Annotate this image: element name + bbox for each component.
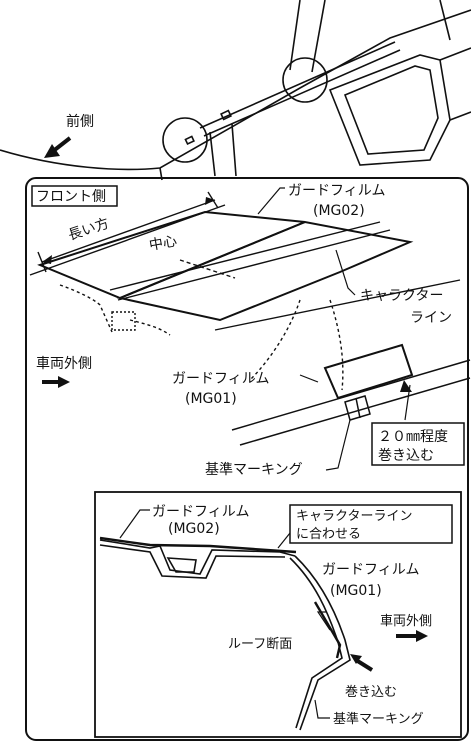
label-center: 中心 bbox=[148, 233, 178, 254]
magnify-circle-left bbox=[162, 117, 208, 163]
roof-cross-section bbox=[99, 536, 351, 731]
outside-arrow-head bbox=[58, 376, 70, 388]
main-panel-border bbox=[25, 177, 469, 741]
leader-mg02 bbox=[257, 187, 285, 215]
detail-label-mg02-code: (MG02) bbox=[168, 521, 220, 537]
label-reference-marking: 基準マーキング bbox=[205, 461, 303, 478]
front-side-box-text: フロント側 bbox=[36, 189, 106, 205]
magnify-circle-right bbox=[282, 57, 328, 103]
label-character-line: キャラクター bbox=[360, 288, 443, 304]
mg01-film bbox=[231, 343, 471, 446]
detail-leader-mg02 bbox=[119, 509, 150, 539]
box-20mm bbox=[371, 422, 465, 466]
leader-mg01 bbox=[299, 374, 319, 383]
leader-reference-marking bbox=[325, 419, 351, 471]
detail-leader-reference bbox=[314, 699, 330, 719]
detail-box bbox=[94, 491, 462, 738]
front-arrow-head bbox=[44, 144, 60, 158]
detail-wrap-arrow-shaft bbox=[354, 658, 374, 672]
detail-label-mg01-code: (MG01) bbox=[330, 583, 382, 599]
label-guard-film-mg02: ガードフィルム bbox=[288, 183, 385, 199]
label-20mm: ２０㎜程度 bbox=[378, 429, 448, 445]
label-character-line-2: ライン bbox=[410, 310, 452, 326]
detail-leader-char-line bbox=[277, 532, 291, 549]
detail-label-guard-film-mg02: ガードフィルム bbox=[152, 504, 249, 520]
label-vehicle-outside: 車両外側 bbox=[36, 355, 92, 372]
detail-box-align bbox=[289, 504, 453, 544]
label-guard-film-mg01: ガードフィルム bbox=[172, 371, 269, 387]
roof-perspective bbox=[29, 191, 461, 391]
detail-label-roof-section: ルーフ断面 bbox=[228, 637, 292, 652]
arrow-20mm bbox=[400, 380, 412, 392]
label-wrap-in: 巻き込む bbox=[378, 448, 434, 464]
label-mg01-code: (MG01) bbox=[185, 391, 237, 407]
detail-label-wrap-in: 巻き込む bbox=[345, 685, 397, 700]
detail-wrap-arrow-head bbox=[350, 654, 362, 664]
leader-character-line bbox=[335, 249, 356, 296]
detail-outside-arrow-head bbox=[416, 630, 428, 642]
detail-label-vehicle-outside: 車両外側 bbox=[380, 614, 432, 629]
detail-label-align-line1: キャラクターライン bbox=[296, 509, 412, 524]
front-side-box bbox=[31, 185, 118, 207]
detail-label-reference-marking: 基準マーキング bbox=[333, 711, 424, 727]
label-mg02-code: (MG02) bbox=[313, 203, 365, 219]
front-side-label: 前側 bbox=[66, 113, 94, 130]
detail-label-align-line2: に合わせる bbox=[296, 527, 361, 542]
detail-label-guard-film-mg01: ガードフィルム bbox=[322, 562, 419, 578]
dim-arrow-left bbox=[42, 255, 52, 264]
detail-leader-mg01 bbox=[316, 611, 331, 631]
dim-arrow-right bbox=[205, 197, 215, 205]
vehicle-top-sketch bbox=[0, 0, 471, 181]
